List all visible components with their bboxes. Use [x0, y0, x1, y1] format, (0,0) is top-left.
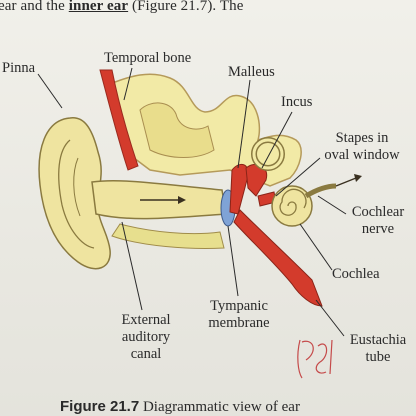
leader-eustachian [315, 299, 345, 337]
label-eustachian-line2: tube [365, 349, 391, 365]
leader-ear-canal [121, 221, 143, 311]
label-stapes-line1: Stapes in [335, 130, 389, 146]
body-text-line: ear and the inner ear (Figure 21.7). The [0, 0, 243, 15]
inner-ear-term: inner ear [68, 0, 129, 14]
label-pinna: Pinna [2, 60, 36, 76]
malleus-shape [229, 163, 249, 215]
label-temporal-bone: Temporal bone [104, 50, 192, 66]
leader-cochlear-nerve [317, 195, 347, 215]
leader-pinna [37, 73, 63, 109]
canal-floor [111, 223, 225, 249]
label-tympanic-line1: Tympanic [210, 298, 268, 314]
label-eustachian-tube: Eustachia tube [340, 332, 416, 366]
label-cochlear-nerve-line2: nerve [361, 221, 395, 237]
leader-temporal-bone [123, 67, 133, 101]
nerve-arrow-head [354, 174, 362, 182]
cochlea-spiral [279, 188, 307, 216]
cochlear-nerve-shape [304, 183, 337, 199]
label-eustachian-line1: Eustachia [349, 332, 407, 348]
label-external-auditory-canal: External auditory canal [108, 312, 184, 363]
body-text-suffix: (Figure 21.7). The [128, 0, 244, 14]
label-malleus: Malleus [228, 64, 275, 80]
eustachian-tube-shape [233, 209, 323, 307]
label-tympanic-membrane: Tympanic membrane [194, 298, 284, 332]
cochlea-shape [271, 185, 313, 227]
handwritten-annotation [297, 339, 333, 379]
label-tympanic-line2: membrane [208, 315, 270, 331]
label-stapes: Stapes in oval window [310, 130, 414, 164]
bone-cavity [139, 102, 215, 158]
label-ear-canal-line2: auditory [121, 329, 171, 345]
leader-tympanic [227, 225, 239, 297]
label-ear-canal-line1: External [121, 312, 171, 328]
temporal-bone-band [99, 69, 139, 171]
figure-caption: Figure 21.7 Diagrammatic view of ear [60, 398, 300, 416]
label-incus: Incus [281, 94, 313, 110]
label-cochlear-nerve-line1: Cochlear [351, 204, 405, 220]
pinna-ridge [73, 157, 81, 217]
canal-arrow-head [178, 196, 186, 204]
leader-cochlea [299, 223, 333, 271]
pinna-inner-fold [58, 139, 95, 249]
label-cochlear-nerve: Cochlear nerve [340, 204, 416, 238]
leader-incus [261, 111, 293, 169]
figure-number: Figure 21.7 [60, 398, 140, 415]
leader-stapes [275, 157, 321, 197]
body-text-prefix: ear and the [0, 0, 69, 14]
label-cochlea: Cochlea [332, 266, 380, 282]
semicircular-canal-inner [252, 138, 284, 170]
figure-caption-text: Diagrammatic view of ear [139, 399, 300, 415]
leader-malleus [237, 79, 251, 169]
label-stapes-line2: oval window [324, 147, 400, 163]
nerve-arrow [335, 177, 357, 187]
label-ear-canal-line3: canal [130, 346, 162, 362]
